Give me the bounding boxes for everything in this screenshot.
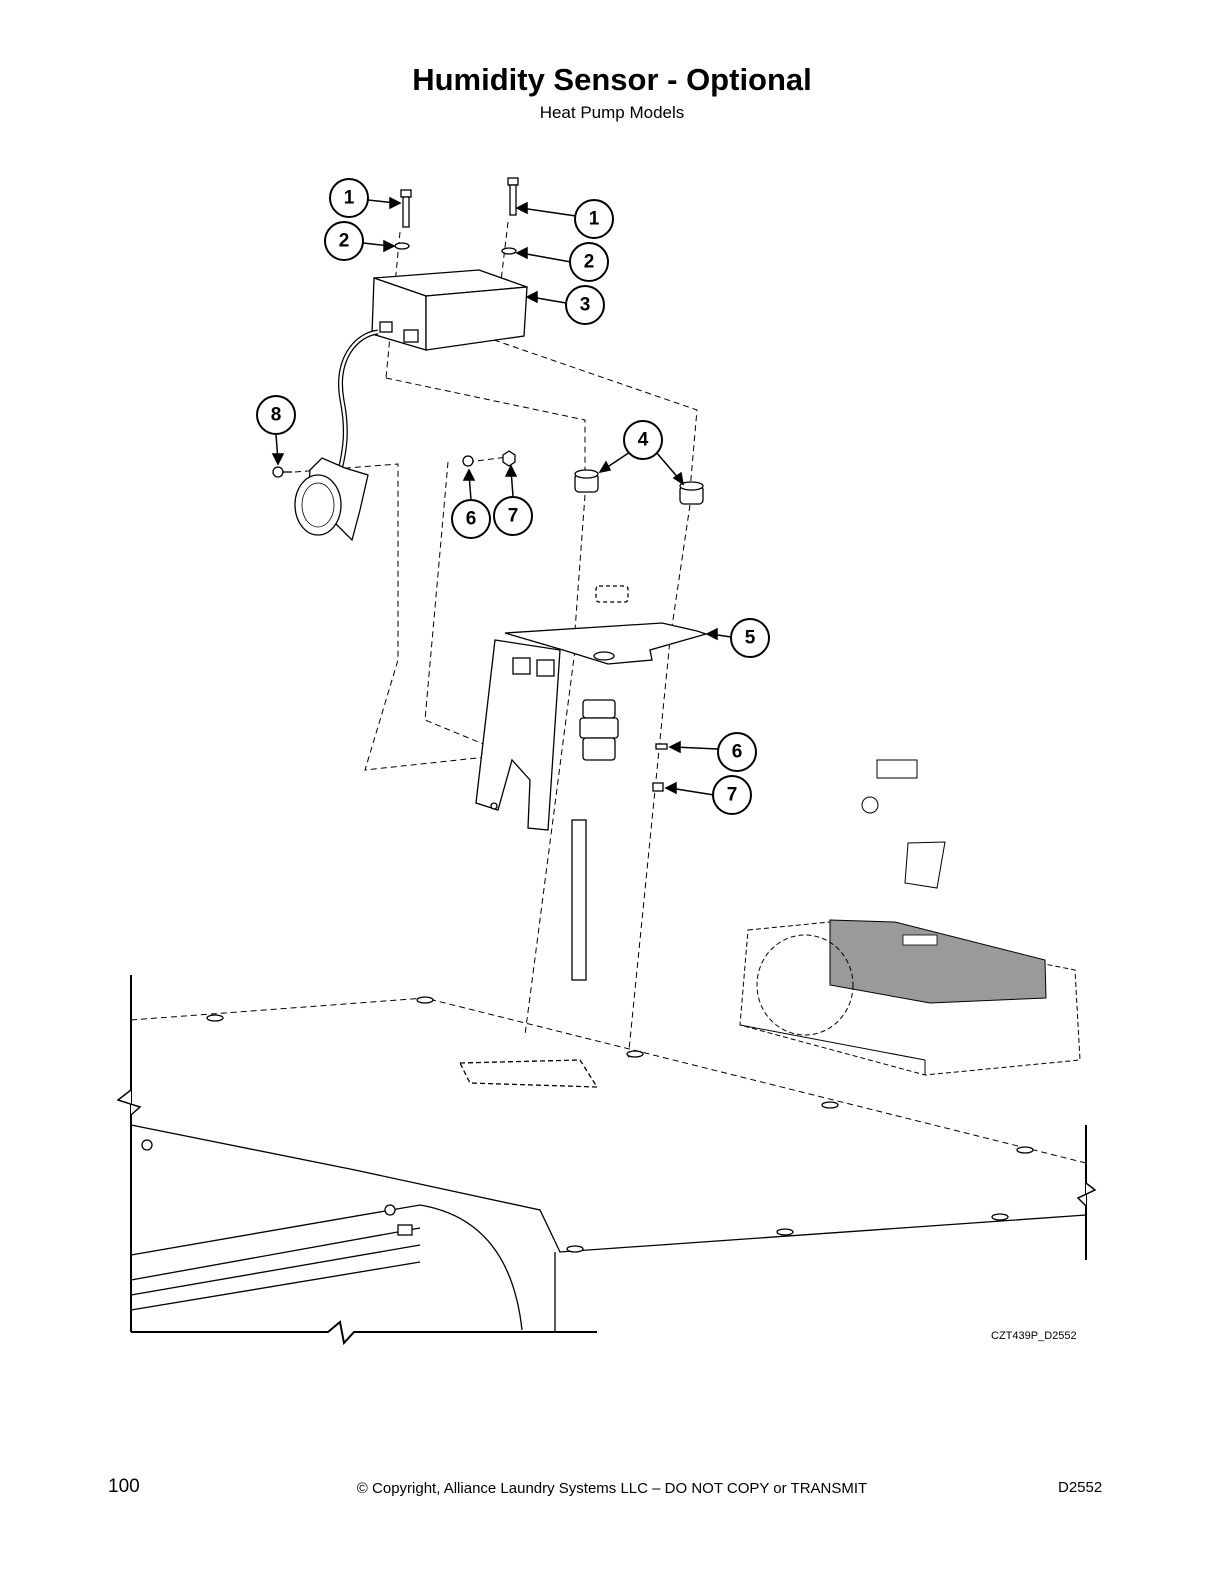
callout-number: 2 xyxy=(339,231,350,252)
callout-number: 6 xyxy=(466,509,477,530)
callout-number: 8 xyxy=(271,405,282,426)
screw-part-1b xyxy=(507,177,519,216)
drawing-code-label: CZT439P_D2552 xyxy=(991,1330,1077,1342)
strain-relief-fitting xyxy=(571,585,629,981)
page-title: Humidity Sensor - Optional xyxy=(412,62,812,97)
document-code: D2552 xyxy=(1058,1479,1103,1496)
nut-part-7b xyxy=(652,782,664,792)
callout-number: 5 xyxy=(745,628,756,649)
callout-number: 6 xyxy=(732,742,743,763)
callout-number: 2 xyxy=(584,252,595,273)
callout-bubble-4: 4 xyxy=(623,420,663,460)
dryer-top-panel xyxy=(116,975,1097,1346)
callout-bubble-6b: 6 xyxy=(717,732,757,772)
callout-bubble-2a: 2 xyxy=(324,221,364,261)
callout-number: 1 xyxy=(589,209,600,230)
nut-part-7a xyxy=(502,450,516,467)
callout-bubble-1b: 1 xyxy=(574,199,614,239)
callout-bubble-3: 3 xyxy=(565,285,605,325)
callout-leaders xyxy=(271,196,732,796)
callout-number: 4 xyxy=(638,430,649,451)
callout-bubble-7b: 7 xyxy=(712,775,752,815)
callout-bubble-7a: 7 xyxy=(493,496,533,536)
screw-part-8 xyxy=(272,466,292,478)
callout-bubble-6a: 6 xyxy=(451,499,491,539)
grommet-part-4a xyxy=(574,469,599,493)
lockwasher-part-6a xyxy=(462,455,474,467)
callout-number: 3 xyxy=(580,295,591,316)
callout-number: 1 xyxy=(344,188,355,209)
callout-bubble-2b: 2 xyxy=(569,242,609,282)
page-number: 100 xyxy=(108,1476,140,1497)
control-box-part-3 xyxy=(371,269,528,351)
lockwasher-part-6b xyxy=(655,743,668,750)
page-subtitle: Heat Pump Models xyxy=(539,103,685,122)
humidity-sensor-head xyxy=(294,457,369,542)
mounting-bracket-part-5 xyxy=(475,622,709,831)
washer-part-2b xyxy=(501,247,517,255)
sensor-cable xyxy=(337,329,379,471)
inset-assembled-view xyxy=(739,759,1081,1076)
callout-number: 7 xyxy=(727,785,738,806)
callout-bubble-1a: 1 xyxy=(329,178,369,218)
callout-bubble-8: 8 xyxy=(256,395,296,435)
screw-part-1a xyxy=(400,189,412,228)
callout-number: 7 xyxy=(508,506,519,527)
washer-part-2a xyxy=(394,242,410,250)
callout-bubble-5: 5 xyxy=(730,618,770,658)
copyright-notice: © Copyright, Alliance Laundry Systems LL… xyxy=(356,1480,868,1497)
grommet-part-4b xyxy=(679,481,704,505)
